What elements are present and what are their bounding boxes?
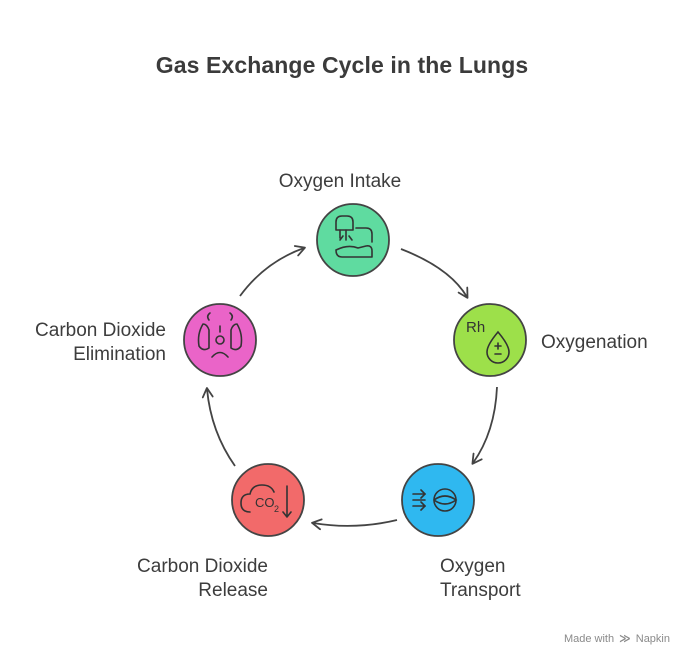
label-co2-elimination: Carbon Dioxide Elimination xyxy=(10,319,166,367)
node-oxygen-intake xyxy=(316,203,390,277)
label-oxygenation: Oxygenation xyxy=(541,331,648,355)
node-co2-elimination xyxy=(183,303,257,377)
label-oxygen-transport: Oxygen Transport xyxy=(440,555,521,603)
footer-credit: Made with ≫ Napkin xyxy=(564,632,670,645)
node-oxygenation: Rh xyxy=(453,303,527,377)
label-oxygen-intake: Oxygen Intake xyxy=(250,170,430,194)
lungs-hand-icon xyxy=(335,215,373,258)
node-oxygen-transport xyxy=(401,463,475,537)
arrow-oxygenation-to-transport xyxy=(471,386,498,465)
down-arrow-icon xyxy=(282,485,292,518)
label-line: Carbon Dioxide xyxy=(35,320,166,341)
made-with-text: Made with xyxy=(563,633,615,645)
label-line: Transport xyxy=(440,580,521,601)
label-line: Oxygenation xyxy=(541,332,648,353)
blood-drop-icon xyxy=(486,330,510,364)
rh-text: Rh xyxy=(466,319,485,336)
brand-name: Napkin xyxy=(635,633,670,645)
arrow-transport-to-release xyxy=(311,518,398,531)
arrow-release-to-elimination xyxy=(201,387,236,467)
label-line: Oxygen xyxy=(440,556,506,577)
diagram-title: Gas Exchange Cycle in the Lungs xyxy=(155,52,529,78)
flow-eye-icon xyxy=(412,488,458,512)
cloud-icon xyxy=(240,484,275,513)
label-line: Release xyxy=(198,580,268,601)
label-line: Oxygen Intake xyxy=(278,171,402,192)
arrow-intake-to-oxygenation xyxy=(400,248,469,299)
lungs-person-icon xyxy=(197,312,243,358)
co2-subscript: 2 xyxy=(274,504,279,514)
arrow-elimination-to-intake xyxy=(239,245,306,297)
label-line: Carbon Dioxide xyxy=(137,556,268,577)
node-co2-release: CO 2 xyxy=(231,463,305,537)
napkin-logo-icon: ≫ xyxy=(619,633,631,645)
co2-text: CO xyxy=(255,495,275,510)
label-line: Elimination xyxy=(73,344,166,365)
label-co2-release: Carbon Dioxide Release xyxy=(100,555,268,603)
